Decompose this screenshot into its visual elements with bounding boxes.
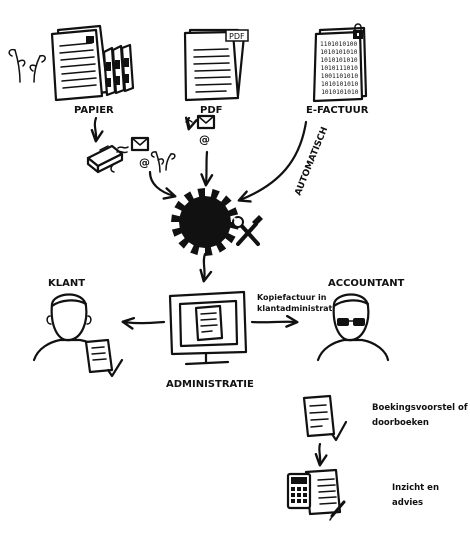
label-klant: KLANT xyxy=(48,278,85,289)
envelope-icon xyxy=(196,114,216,130)
label-accountant: ACCOUNTANT xyxy=(328,278,405,289)
binary-line: 1010101010 xyxy=(320,57,358,64)
arrow-pdf-to-gear xyxy=(200,150,214,187)
pdf-document-icon: PDF xyxy=(183,28,249,102)
step-booking-line1: Boekingsvoorstel of xyxy=(372,403,468,413)
step-insight-line2: advies xyxy=(392,498,423,508)
invoice-check-icon xyxy=(302,394,348,442)
paper-stack-icon xyxy=(8,24,110,102)
person-with-glasses-icon xyxy=(316,293,390,362)
motion-lines xyxy=(185,119,193,123)
arrow-pdf-down xyxy=(184,116,198,131)
copy-note-line1: Kopiefactuur in xyxy=(257,293,327,302)
arrow-papier-to-gear xyxy=(148,170,177,200)
motion-lines xyxy=(116,146,129,154)
arrow-gear-to-admin xyxy=(199,252,213,283)
label-pdf: PDF xyxy=(200,105,222,116)
plant-sprout-icon xyxy=(8,48,46,83)
plant-sprout-icon xyxy=(150,151,176,173)
arrow-booking-to-insight xyxy=(314,442,328,467)
email-at-symbol: @ xyxy=(199,133,210,146)
envelope-icon xyxy=(130,136,150,152)
label-automatisch: AUTOMATISCH xyxy=(294,126,331,198)
arrow-papier-down xyxy=(90,116,104,143)
gear-icon xyxy=(171,188,239,256)
invoice-check-icon xyxy=(84,338,124,378)
binder-icon xyxy=(102,43,135,97)
binary-line: 1001101010 xyxy=(321,73,359,80)
email-at-symbol: @ xyxy=(139,156,150,169)
step-insight-line1: Inzicht en xyxy=(392,483,439,493)
binary-line: 1010101010 xyxy=(321,81,359,88)
arrow-admin-to-accountant xyxy=(250,314,299,328)
pdf-badge: PDF xyxy=(229,32,245,41)
binary-line: 1010101010 xyxy=(321,89,359,96)
label-papier: PAPIER xyxy=(74,105,114,116)
binary-line: 1010101010 xyxy=(320,49,358,56)
copy-note-line2: klantadministratie xyxy=(257,304,341,313)
binary-line: 1101010100 xyxy=(320,41,358,48)
calculator-report-icon xyxy=(286,468,346,521)
arrow-efactuur-to-gear xyxy=(237,120,308,203)
computer-monitor-icon xyxy=(168,290,248,366)
flow-line xyxy=(110,163,115,173)
lock-icon xyxy=(353,23,363,39)
tools-icon xyxy=(232,215,263,246)
binary-line: 1010111010 xyxy=(321,65,359,72)
label-administratie: ADMINISTRATIE xyxy=(166,379,254,390)
gear-body xyxy=(171,188,239,256)
label-efactuur: E-FACTUUR xyxy=(306,105,369,116)
person-icon xyxy=(32,293,108,362)
scanner-icon xyxy=(86,144,124,174)
step-booking-line2: doorboeken xyxy=(372,418,429,428)
arrow-admin-to-klant xyxy=(121,316,166,330)
